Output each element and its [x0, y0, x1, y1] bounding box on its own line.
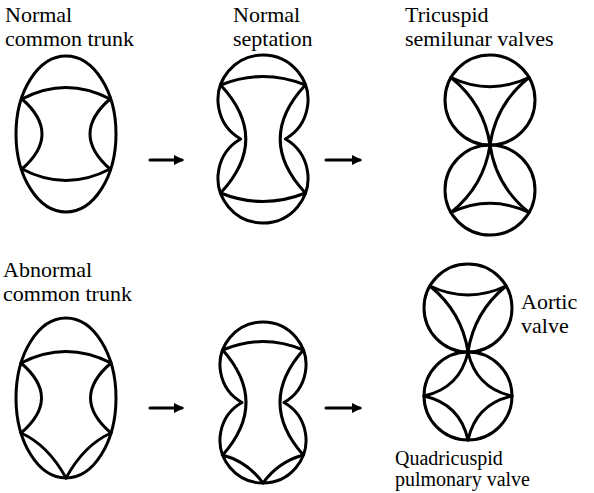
text-label: Normal septation [233, 3, 345, 51]
text-label: Aortic valve [521, 290, 591, 338]
text-label: Tricuspid semilunar valves [405, 3, 570, 51]
quadricuspid-valves [424, 264, 512, 440]
step-arrows [150, 160, 360, 408]
common-trunk [16, 56, 116, 212]
text-label: Normal common trunk [5, 3, 140, 51]
abnormal-trunk [16, 318, 116, 478]
text-label: Abnormal common trunk [3, 258, 143, 306]
septation [218, 55, 308, 223]
text-label: Quadricuspid pulmonary valve [395, 448, 591, 490]
tricuspid-valves [445, 55, 535, 235]
abnormal-septation [220, 322, 306, 483]
